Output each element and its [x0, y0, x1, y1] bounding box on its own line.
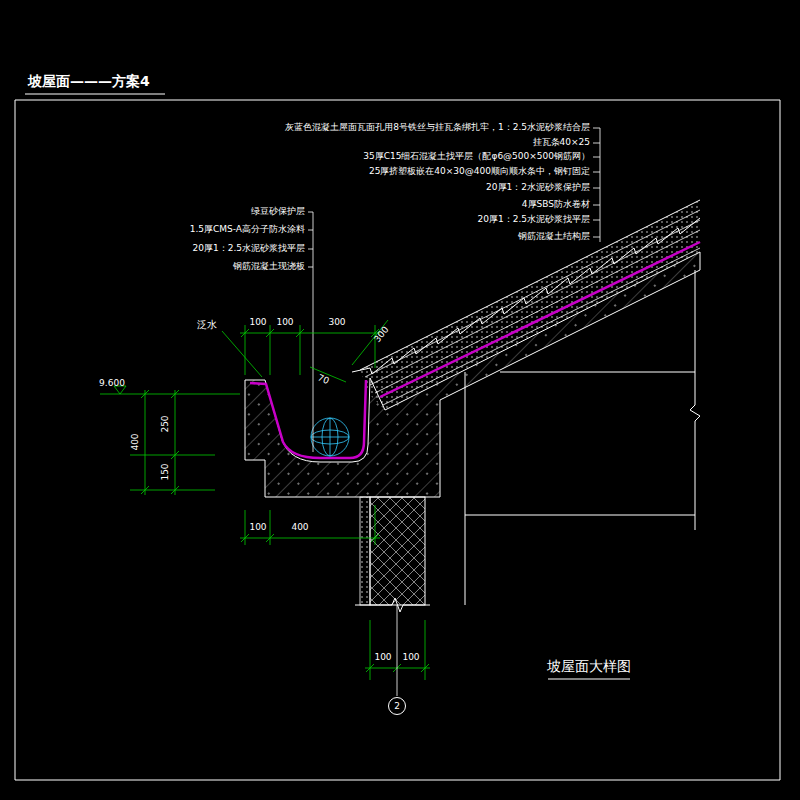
dimension: 300	[328, 318, 345, 328]
dimension: 250	[161, 415, 171, 432]
sheet-frame	[15, 94, 780, 780]
dimension: 300	[373, 325, 392, 345]
sheet-title: 坡屋面———方案4	[28, 74, 150, 89]
dimension: 150	[161, 463, 171, 480]
layer-callout: 钢筋混凝土结构层	[518, 232, 590, 242]
layer-callout: 20厚1：2.5水泥砂浆找平层	[193, 244, 306, 254]
level-mark: 9.600	[99, 379, 125, 389]
dimension: 100	[249, 523, 266, 533]
layer-callout: 20厚1：2.5水泥砂浆找平层	[478, 215, 591, 225]
layer-callout: 4厚SBS防水卷材	[522, 200, 590, 210]
drawing-caption: 坡屋面大样图	[547, 659, 631, 674]
axis-line	[397, 605, 398, 696]
layer-callout: 1.5厚CMS-A高分子防水涂料	[190, 225, 305, 235]
dimension: 70	[316, 373, 330, 387]
dimension: 400	[131, 433, 141, 450]
layer-callout: 25厚挤塑板嵌在40×30@400顺向顺水条中，钢钉固定	[369, 167, 590, 177]
part-name: 泛水	[197, 319, 217, 330]
axis-number: 2	[394, 702, 400, 711]
layer-callout: 20厚1：2水泥砂浆保护层	[486, 183, 590, 193]
dimension: 400	[291, 523, 308, 533]
axis-bubble: 2	[388, 697, 406, 715]
dimension: 100	[276, 318, 293, 328]
leader-lines	[308, 128, 600, 452]
roof-layers	[352, 200, 700, 410]
dimension: 100	[374, 653, 391, 663]
dimension-lines	[100, 320, 430, 680]
dimension: 100	[249, 318, 266, 328]
dimension: 100	[402, 653, 419, 663]
layer-callout: 挂瓦条40×25	[533, 138, 590, 148]
layer-callout: 钢筋混凝土现浇板	[233, 262, 305, 272]
layer-callout: 灰蓝色混凝土屋面瓦面孔用8号铁丝与挂瓦条绑扎牢，1：2.5水泥砂浆结合层	[285, 123, 590, 133]
layer-callout: 绿豆砂保护层	[251, 207, 305, 217]
layer-callout: 35厚C15细石混凝土找平层（配φ6@500×500钢筋网）	[363, 152, 590, 162]
wall	[355, 497, 430, 612]
leaf-guard-ball	[311, 418, 349, 456]
